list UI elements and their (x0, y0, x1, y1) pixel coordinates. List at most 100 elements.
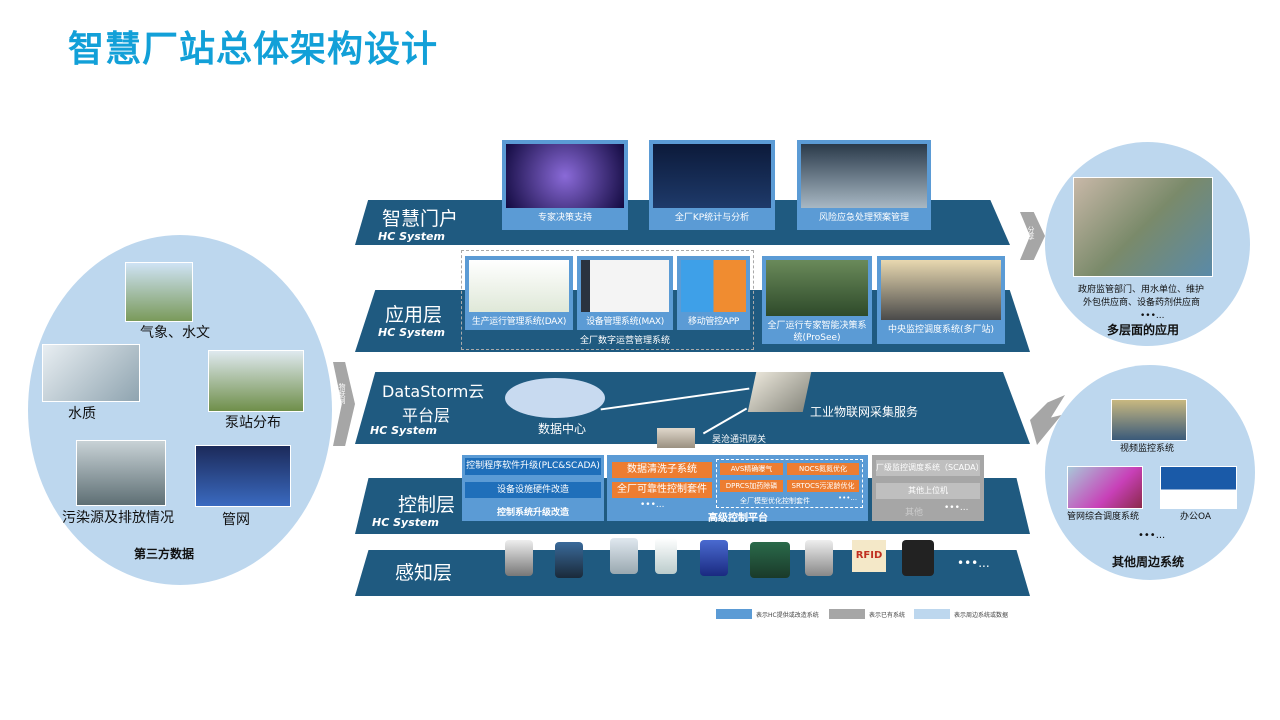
app-card-prosee-label: 全厂运行专家智能决策系统(ProSee) (767, 321, 867, 343)
max-screenshot (581, 260, 669, 312)
expert-image (506, 144, 624, 208)
pipe-network-image (195, 445, 291, 507)
avs-aeration[interactable]: AVS精确曝气 (720, 463, 783, 475)
optimization-suite-group (716, 459, 863, 508)
advanced-more: •••... (640, 500, 665, 510)
app-card-central[interactable]: 中央监控调度系统(多厂站) (877, 256, 1005, 344)
iot-server-icon (747, 372, 812, 412)
hc-system-logo: HC System (378, 326, 445, 339)
risk-image (801, 144, 927, 208)
weather-image (125, 262, 193, 322)
legend-hc-swatch (716, 609, 752, 619)
portal-card-expert-label: 专家决策支持 (537, 213, 592, 223)
hardware-upgrade[interactable]: 设备设施硬件改造 (465, 482, 601, 498)
pipe-network-label: 管网 (222, 512, 250, 528)
app-card-prosee[interactable]: 全厂运行专家智能决策系统(ProSee) (762, 256, 872, 344)
third-party-caption: 第三方数据 (134, 547, 195, 561)
mobile-screenshot (681, 260, 746, 312)
app-card-dax[interactable]: 生产运行管理系统(DAX) (465, 256, 573, 330)
digital-ops-caption: 全厂数字运营管理系统 (580, 336, 671, 346)
optimization-more: •••... (838, 494, 858, 502)
data-cleaning-subsystem[interactable]: 数据清洗子系统 (612, 462, 712, 478)
reliability-control-suite[interactable]: 全厂可靠性控制套件 (612, 482, 712, 498)
sensor-icon (505, 540, 533, 576)
stakeholders-line2: 外包供应商、设备药剂供应商 (1083, 298, 1201, 308)
legend-existing-label: 表示已有系统 (869, 612, 906, 619)
pump-station-image (208, 350, 304, 412)
app-layer-name: 应用层 (385, 304, 443, 326)
gateway-device-icon (657, 428, 695, 448)
sensing-more: •••... (957, 556, 990, 570)
qr-code-icon (902, 540, 934, 576)
page-title: 智慧厂站总体架构设计 (68, 29, 439, 70)
hc-system-logo: HC System (372, 516, 439, 529)
portal-card-expert[interactable]: 专家决策支持 (502, 140, 628, 230)
app-card-mobile-label: 移动管控APP (688, 317, 739, 327)
data-center-label: 数据中心 (538, 422, 587, 436)
existing-more: •••... (944, 503, 969, 513)
peripheral-more: •••... (1138, 530, 1166, 541)
water-quality-label: 水质 (68, 406, 96, 422)
app-card-max[interactable]: 设备管理系统(MAX) (577, 256, 673, 330)
upgrade-caption: 控制系统升级改造 (496, 508, 569, 518)
data-center-cloud-icon (505, 378, 605, 418)
application-photo-collage (1073, 177, 1213, 277)
control-room-image (881, 260, 1001, 320)
nocs-optimization[interactable]: NOCS氮氮优化 (787, 463, 859, 475)
weather-label: 气象、水文 (140, 325, 210, 341)
prosee-image (766, 260, 868, 316)
portal-card-risk-label: 风险应急处理预案管理 (818, 213, 909, 223)
pipe-network-dispatch-label: 管网综合调度系统 (1067, 512, 1140, 522)
legend-peripheral-swatch (914, 609, 950, 619)
optimization-suite-caption: 全厂模型优化控制套件 (740, 497, 810, 505)
dax-screenshot (469, 260, 569, 312)
stakeholders-line1: 政府监管部门、用水单位、维护 (1078, 285, 1205, 295)
sensing-layer-name: 感知层 (395, 562, 453, 584)
pollution-image (76, 440, 166, 506)
portal-card-kpi[interactable]: 全厂KP统计与分析 (649, 140, 775, 230)
legend-hc-label: 表示HC提供或改造系统 (756, 612, 819, 619)
digital-ops-group (461, 250, 754, 350)
existing-caption: 其他 (905, 508, 924, 518)
pollution-label: 污染源及排放情况 (62, 510, 174, 526)
app-card-mobile[interactable]: 移动管控APP (677, 256, 750, 330)
app-card-max-label: 设备管理系统(MAX) (586, 317, 664, 327)
camera-icon (805, 540, 833, 576)
level-meter-icon (610, 538, 638, 574)
video-surveillance-image (1111, 399, 1187, 441)
analyzer-icon (655, 538, 677, 574)
dprcs-dosing[interactable]: DPRCS加药除磷 (720, 480, 783, 492)
hc-system-logo: HC System (378, 230, 445, 243)
portal-card-kpi-label: 全厂KP统计与分析 (674, 213, 750, 223)
advanced-control-caption: 高级控制平台 (708, 513, 768, 524)
app-card-central-label: 中央监控调度系统(多厂站) (887, 325, 995, 335)
iot-arrow-label: 物联网 (338, 383, 346, 404)
iot-service-label: 工业物联网采集服务 (810, 405, 919, 419)
plant-scada[interactable]: 厂级监控调度系统（SCADA） (876, 460, 984, 476)
flowmeter-icon (555, 542, 583, 578)
portal-card-risk[interactable]: 风险应急处理预案管理 (797, 140, 931, 230)
hc-system-logo: HC System (370, 424, 437, 437)
kpi-dashboard-image (653, 144, 771, 208)
office-oa-image (1160, 466, 1237, 509)
portal-layer-name: 智慧门户 (382, 208, 459, 230)
plc-scada-upgrade[interactable]: 控制程序软件升级(PLC&SCADA) (465, 458, 601, 475)
pump-station-label: 泵站分布 (225, 415, 281, 431)
motor-icon (750, 542, 790, 578)
other-hmi[interactable]: 其他上位机 (876, 483, 980, 499)
cloud-layer-name2: 平台层 (402, 406, 451, 425)
pipe-network-dispatch-image (1067, 466, 1143, 509)
app-card-dax-label: 生产运行管理系统(DAX) (471, 317, 567, 327)
pump-icon (700, 540, 728, 576)
control-layer-name: 控制层 (398, 494, 456, 516)
gateway-label: 昊沧通讯网关 (712, 435, 767, 445)
stakeholders-more: •••... (1140, 311, 1165, 321)
iot-arrow-icon (333, 362, 355, 446)
cloud-layer-name: DataStorm云 (382, 382, 485, 401)
legend-existing-swatch (829, 609, 865, 619)
srtocs-optimization[interactable]: SRTOCS污泥龄优化 (787, 480, 859, 492)
water-quality-image (42, 344, 140, 402)
legend-peripheral-label: 表示周边系统或数据 (954, 612, 1009, 619)
rfid-icon: RFID (852, 540, 886, 572)
video-surveillance-label: 视频监控系统 (1120, 444, 1175, 454)
